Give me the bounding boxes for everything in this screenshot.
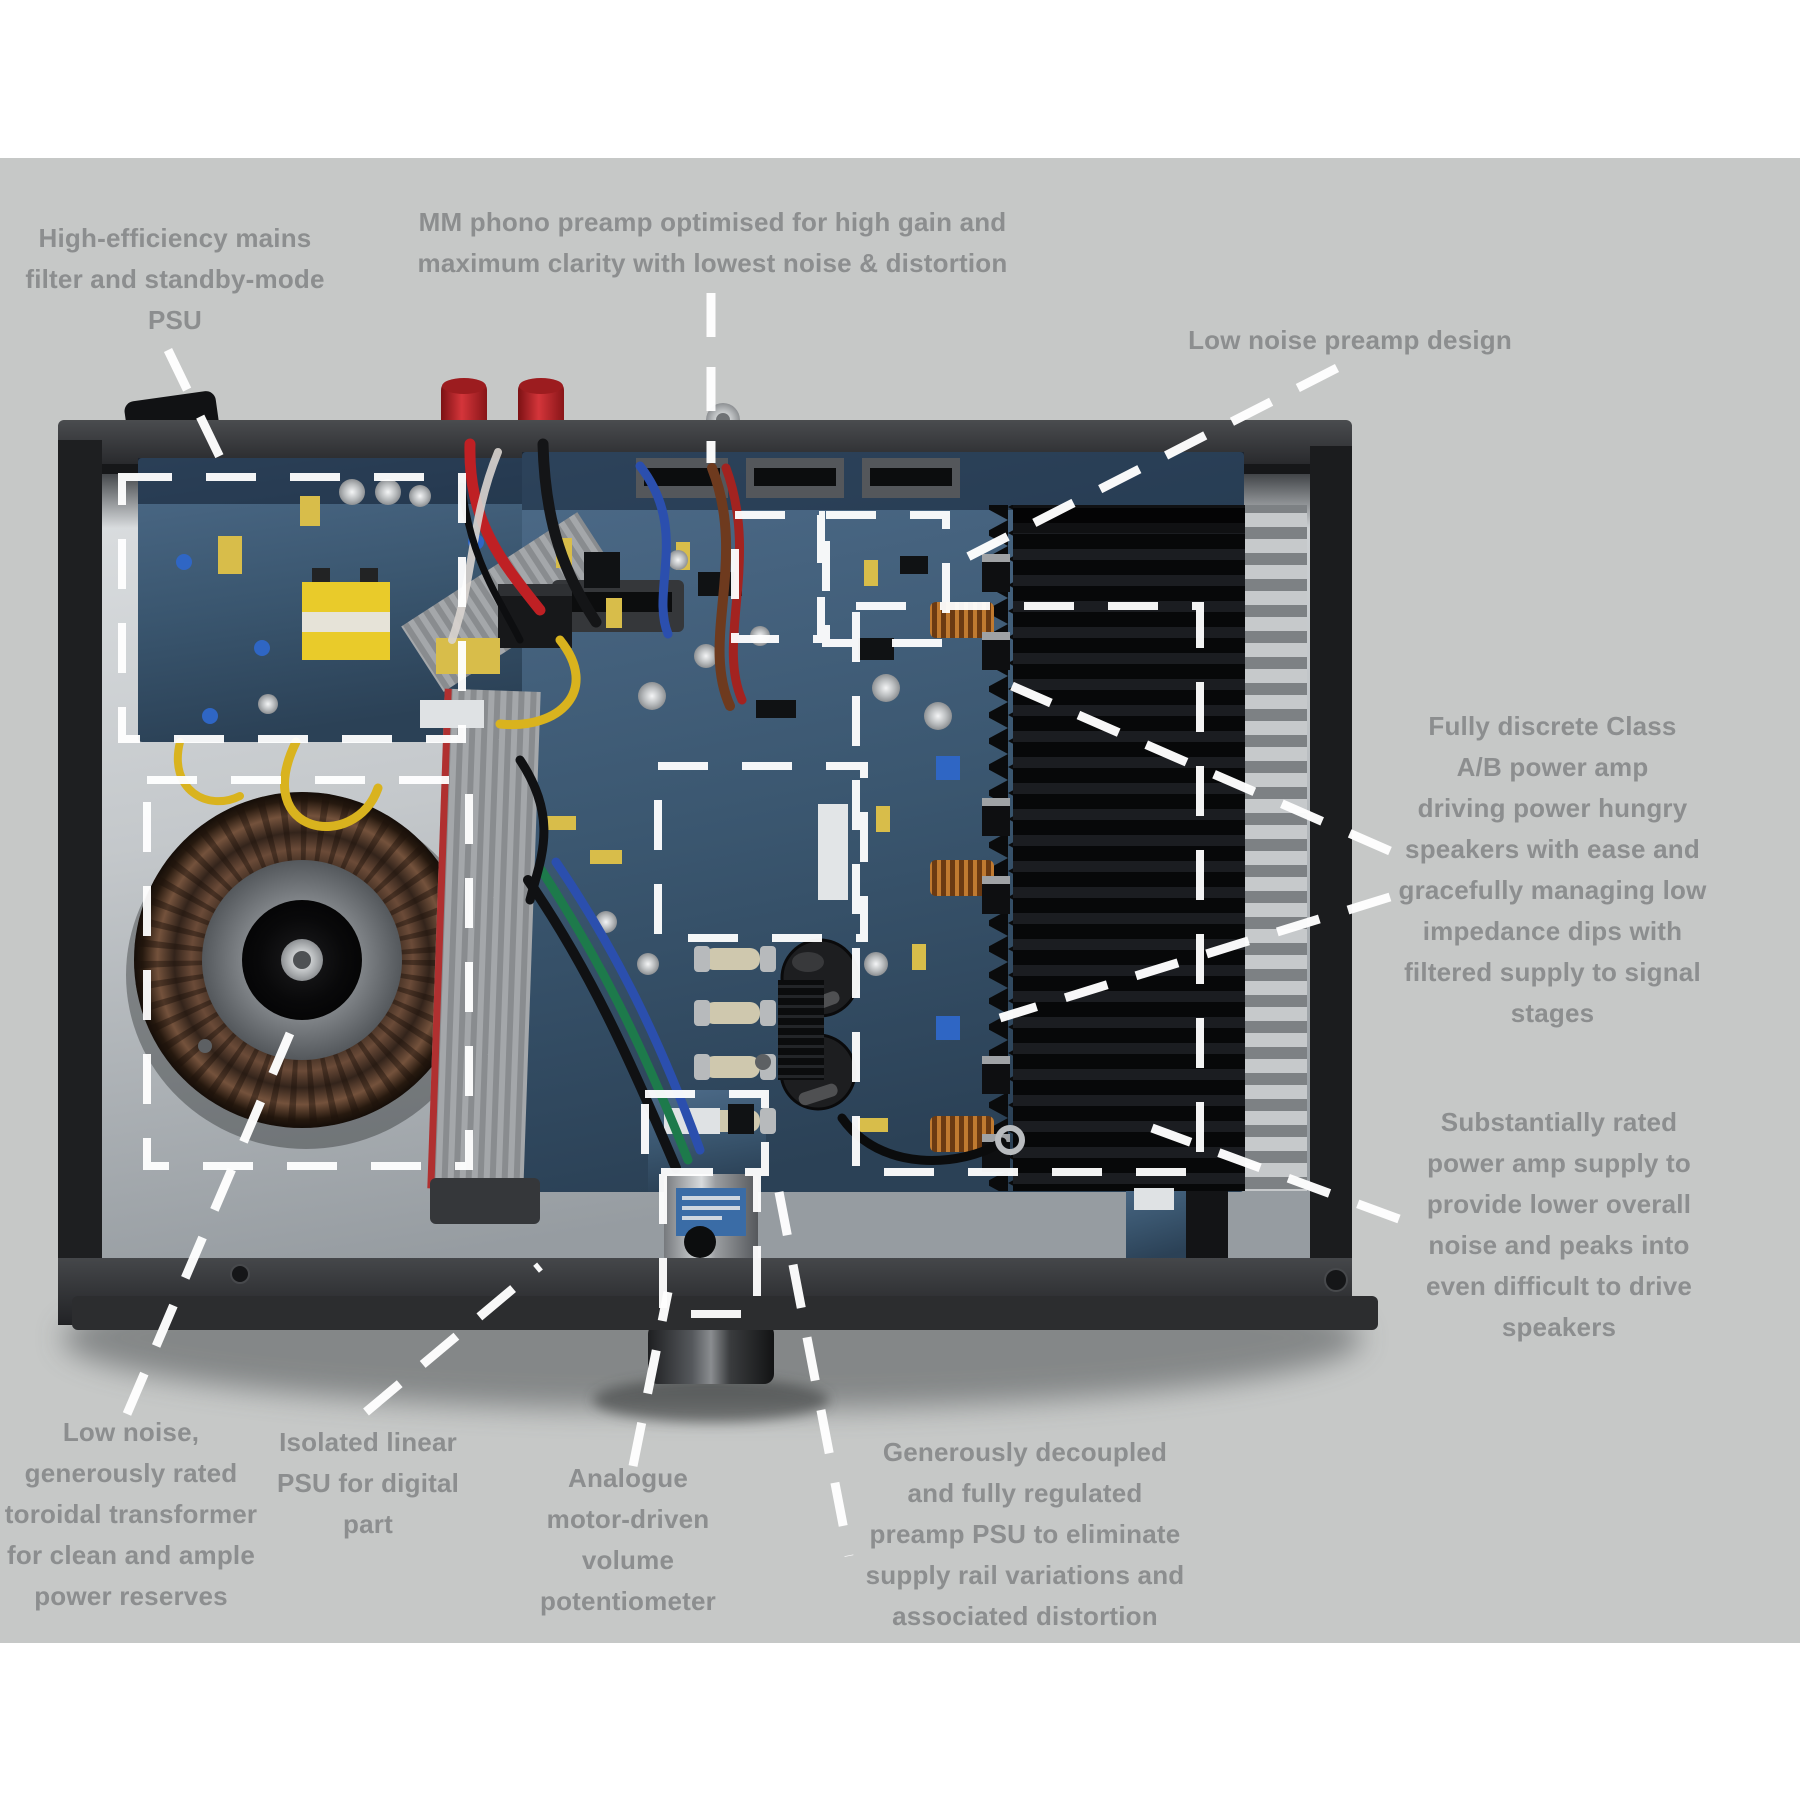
box-power-amp xyxy=(852,602,1204,1176)
leader-lines xyxy=(122,293,1401,1557)
output-inductor xyxy=(930,1116,994,1152)
label-phono-preamp: MM phono preamp optimised for high gain … xyxy=(417,207,1008,278)
box-phono-b xyxy=(822,511,950,647)
heatsink xyxy=(989,505,1307,1191)
label-mains-psu: High-efficiency mains filter and standby… xyxy=(25,223,325,335)
screw xyxy=(1324,1268,1348,1292)
box-preamp-psu xyxy=(654,762,868,942)
chassis-right-wall xyxy=(1310,446,1352,1325)
ring-terminal xyxy=(995,1125,1025,1155)
box-mains-psu xyxy=(118,473,466,743)
box-volume-pot xyxy=(659,1168,761,1318)
label-power-amp-supply: Substantially rated power amp supply to … xyxy=(1425,1107,1693,1342)
box-phono-a xyxy=(731,511,825,643)
wiring xyxy=(174,438,1025,1173)
label-power-amp: Fully discrete Class A/B power amp drivi… xyxy=(1398,711,1707,1028)
screw xyxy=(230,1264,250,1284)
label-digital-psu: Isolated linear PSU for digital part xyxy=(276,1427,460,1539)
leader-volume-pot xyxy=(628,1291,673,1467)
box-toroid xyxy=(143,776,473,1170)
label-preamp-design: Low noise preamp design xyxy=(1188,325,1512,355)
regulator-heatsink xyxy=(778,980,824,1080)
chassis-left-wall xyxy=(58,440,102,1325)
label-volume-pot: Analogue motor-driven volume potentiomet… xyxy=(540,1463,716,1616)
leader-digital-psu xyxy=(363,1262,543,1416)
leader-mains-psu xyxy=(163,348,233,476)
annotation-boxes xyxy=(118,473,1204,1318)
ribbon-connector xyxy=(430,1178,540,1224)
label-toroidal-transformer: Low noise, generously rated toroidal tra… xyxy=(4,1417,258,1611)
leader-power-supply xyxy=(1150,1123,1401,1224)
leader-preamp-psu xyxy=(774,1191,854,1557)
output-inductor xyxy=(930,860,994,896)
volume-knob xyxy=(648,1324,774,1384)
label-preamp-psu: Generously decoupled and fully regulated… xyxy=(865,1437,1185,1631)
motor-potentiometer xyxy=(664,1104,758,1262)
